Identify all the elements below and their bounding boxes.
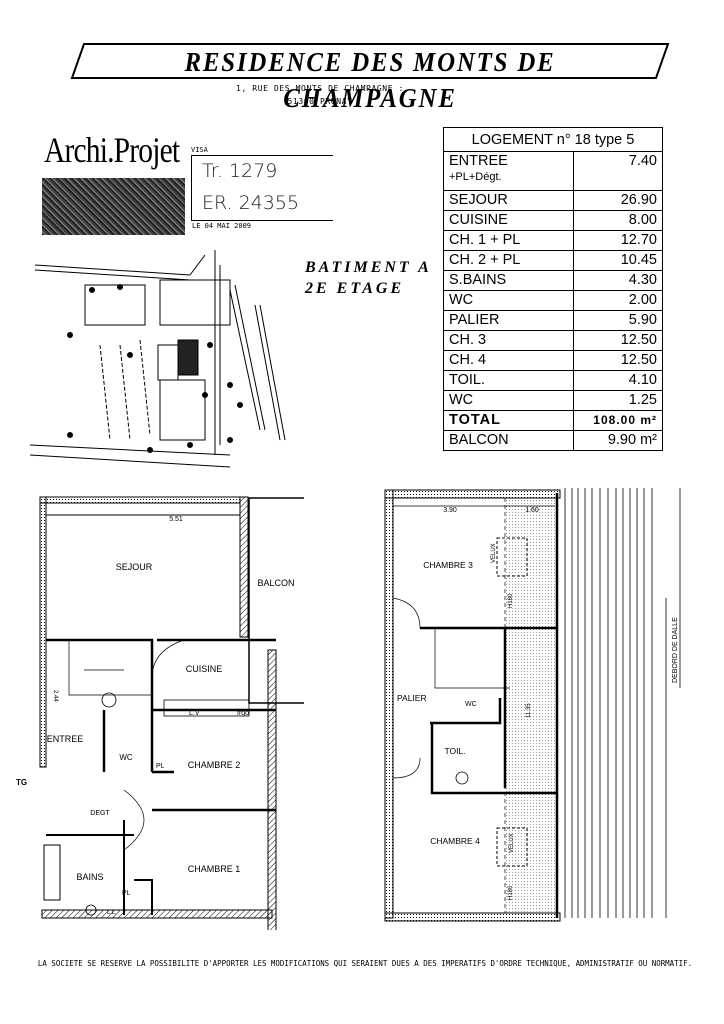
table-row: ENTREE +PL+Dégt. 7.40 xyxy=(443,151,663,191)
floor-plan-lower: 5.51 2.44 SEJOUR BALCON CUISINE L.V frgo… xyxy=(16,496,304,930)
address-line-2: 51360 PRUNAY xyxy=(287,97,353,106)
dimension-vertical: 11.35 xyxy=(526,703,532,718)
disclaimer-footer: LA SOCIETE SE RESERVE LA POSSIBILITE D'A… xyxy=(37,959,693,968)
building-floor: 2E ETAGE xyxy=(305,280,405,297)
room-chambre-4: CHAMBRE 4 xyxy=(430,836,480,846)
label-pl-ch2: PL xyxy=(156,763,165,770)
debord-de-dalle-label: DEBORD DE DALLE xyxy=(672,617,679,683)
room-area: 10.45 xyxy=(573,250,663,271)
room-sejour: SEJOUR xyxy=(116,562,153,572)
room-chambre-1: CHAMBRE 1 xyxy=(188,864,241,874)
room-area: 4.30 xyxy=(573,270,663,291)
total-value: 108.00 m² xyxy=(573,410,663,431)
room-entree: ENTREE xyxy=(47,734,84,744)
dimension-1: 3.90 xyxy=(443,507,457,514)
dimension-width: 5.51 xyxy=(169,516,183,523)
room-label: CH. 3 xyxy=(443,330,574,351)
room-balcon: BALCON xyxy=(257,578,294,588)
room-wc: WC xyxy=(119,753,133,762)
surface-table-header: LOGEMENT n° 18 type 5 xyxy=(443,127,663,152)
address-line-1: 1, RUE DES MONTS DE CHAMPAGNE : xyxy=(236,84,404,93)
room-label: WC xyxy=(443,390,574,411)
room-sublabel: +PL+Dégt. xyxy=(449,171,502,183)
room-area: 4.10 xyxy=(573,370,663,391)
room-wc-upper: WC xyxy=(465,701,477,708)
room-label: CUISINE xyxy=(443,210,574,231)
room-chambre-3: CHAMBRE 3 xyxy=(423,560,473,570)
surface-table: LOGEMENT n° 18 type 5 ENTREE +PL+Dégt. 7.… xyxy=(443,127,663,451)
label-ll: L.L xyxy=(107,910,116,916)
room-degt: DEGT xyxy=(90,810,110,817)
room-area: 7.40 xyxy=(573,151,663,191)
room-area: 12.50 xyxy=(573,330,663,351)
dimension-2: 1.60 xyxy=(525,507,539,514)
label-tg: TG xyxy=(16,778,27,787)
room-area: 5.90 xyxy=(573,310,663,331)
visa-stamp-box: Tr. 1279 ER. 24355 xyxy=(191,155,333,221)
room-area: 12.50 xyxy=(573,350,663,371)
building-name: BATIMENT A xyxy=(305,259,432,276)
room-toil: TOIL. xyxy=(444,746,465,756)
visa-handwritten-line-2: ER. 24355 xyxy=(202,192,300,214)
room-area: 12.70 xyxy=(573,230,663,251)
visa-label: VISA xyxy=(191,146,208,154)
velux-label-2: VELUX xyxy=(509,833,515,853)
balcony-value: 9.90 m² xyxy=(573,430,663,451)
table-row: TOIL.4.10 xyxy=(443,370,663,391)
room-chambre-2: CHAMBRE 2 xyxy=(188,760,241,770)
building-label: BATIMENT A 2E ETAGE xyxy=(305,257,432,299)
visa-handwritten-line-1: Tr. 1279 xyxy=(202,160,278,182)
architect-logo: Archi.Projet xyxy=(44,130,180,170)
room-label: WC xyxy=(443,290,574,311)
room-cuisine: CUISINE xyxy=(186,664,223,674)
total-label: TOTAL xyxy=(443,410,574,431)
balcony-label: BALCON xyxy=(443,430,574,451)
room-label: ENTREE xyxy=(449,153,508,169)
velux-label-1: VELUX xyxy=(491,543,497,563)
logo-texture-image xyxy=(42,178,185,235)
label-pl-ch1: PL xyxy=(122,890,131,897)
room-area: 8.00 xyxy=(573,210,663,231)
room-label: PALIER xyxy=(443,310,574,331)
label-frigo: frgo xyxy=(237,710,249,717)
room-bains: BAINS xyxy=(76,872,103,882)
room-label: CH. 4 xyxy=(443,350,574,371)
room-palier: PALIER xyxy=(397,693,427,703)
label-lv: L.V xyxy=(189,710,200,717)
visa-date: LE 04 MAI 2009 xyxy=(192,222,252,230)
room-label: CH. 1 + PL xyxy=(443,230,574,251)
room-label: S.BAINS xyxy=(443,270,574,291)
h180-label-2: H180 xyxy=(508,885,514,900)
site-plan xyxy=(30,250,286,468)
room-area: 2.00 xyxy=(573,290,663,311)
floor-plan-upper: 3.90 1.60 CHAMBRE 3 VELUX H180 PALIER WC… xyxy=(384,488,681,922)
room-area: 1.25 xyxy=(573,390,663,411)
document-title: RESIDENCE DES MONTS DE CHAMPAGNE xyxy=(184,47,556,113)
h180-label-1: H180 xyxy=(508,593,514,608)
room-area: 26.90 xyxy=(573,190,663,211)
room-label: TOIL. xyxy=(443,370,574,391)
title-frame xyxy=(70,43,670,79)
dimension-height: 2.44 xyxy=(52,690,58,702)
room-label: CH. 2 + PL xyxy=(443,250,574,271)
room-label: SEJOUR xyxy=(443,190,574,211)
